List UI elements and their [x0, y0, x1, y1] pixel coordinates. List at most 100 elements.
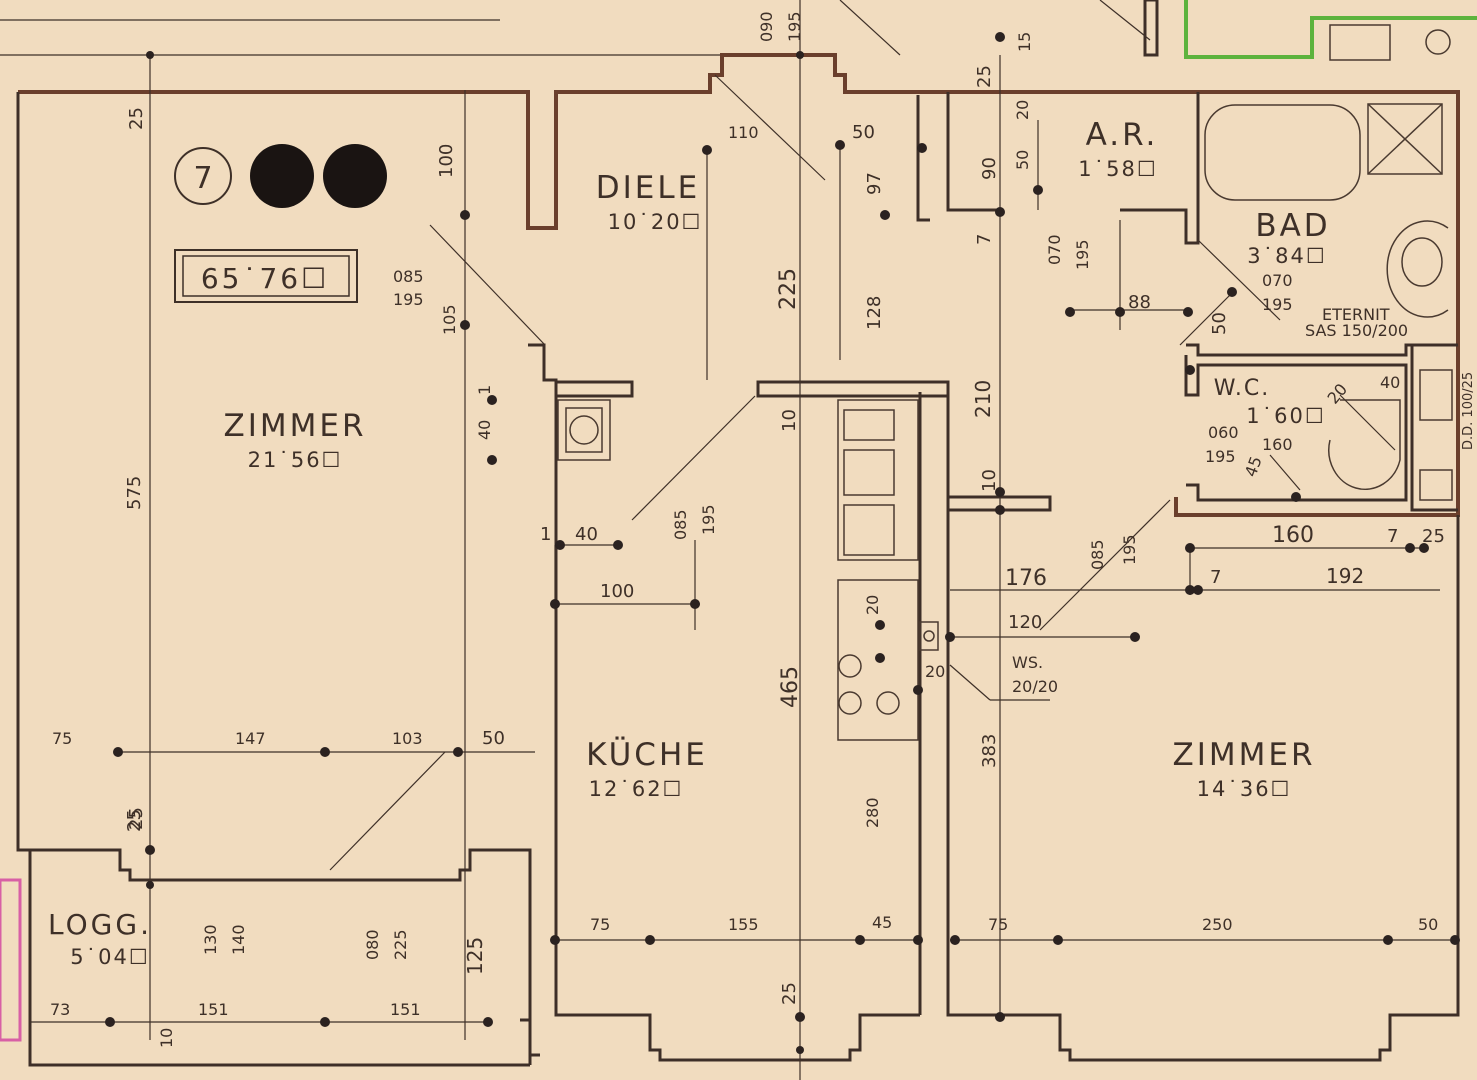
dim-label: 75 [988, 915, 1008, 934]
dim-label: 085 [1088, 539, 1107, 570]
dim-label: 7 [1210, 567, 1221, 588]
dim-label: 20 [863, 595, 882, 615]
dim-label: 10 [779, 409, 800, 432]
room-area-wc: 1˙60☐ [1246, 404, 1325, 428]
dim-label: 25 [124, 809, 145, 832]
dim-label: 195 [1205, 447, 1236, 466]
dim-label: 1 [540, 524, 551, 545]
dim-label: 147 [235, 729, 266, 748]
dim-label: 250 [1202, 915, 1233, 934]
room-area-logg: 5˙04☐ [70, 945, 149, 969]
dim-label: 40 [575, 524, 598, 545]
dim-label: 140 [229, 924, 248, 955]
dim-label: 383 [979, 734, 1000, 768]
dim-label: 90 [979, 157, 1000, 180]
room-name-wc: W.C. [1214, 376, 1271, 401]
walls [0, 53, 1460, 1067]
dim-label: 100 [600, 581, 634, 602]
room-name-bad: BAD [1255, 208, 1330, 244]
dim-label: 070 [1262, 271, 1293, 290]
top-context [0, 0, 1477, 61]
dim-label: 160 [1262, 435, 1293, 454]
dim-label: 085 [671, 509, 690, 540]
dimension-dots [105, 32, 1460, 1054]
dim-label: 090 [757, 11, 776, 42]
dim-label: 100 [436, 144, 457, 178]
dim-label: 120 [1008, 612, 1042, 633]
bedroom-dot-icon [323, 144, 387, 208]
dim-label: 7 [974, 234, 995, 245]
dim-label: 50 [1209, 312, 1230, 335]
dim-label: 195 [393, 290, 424, 309]
room-labels: ZIMMER 21˙56☐ DIELE 10˙20☐ A.R. 1˙58☐ BA… [48, 117, 1330, 969]
room-area-diele: 10˙20☐ [608, 210, 703, 234]
dim-label: 195 [1073, 239, 1092, 270]
dim-label: 10 [157, 1028, 176, 1048]
room-name-diele: DIELE [596, 170, 700, 206]
dim-label: 085 [393, 267, 424, 286]
dim-label: 15 [1015, 32, 1034, 52]
fixtures [557, 103, 1453, 741]
dim-label: 225 [776, 268, 801, 310]
dim-label: 195 [785, 11, 804, 42]
dim-label: 20 [1013, 100, 1032, 120]
dim-label: 40 [475, 420, 494, 440]
unit-badge: 7 [174, 144, 387, 208]
dim-label: 192 [1326, 564, 1364, 588]
dim-label: 45 [872, 913, 892, 932]
room-area-zimmer-right: 14˙36☐ [1197, 777, 1292, 801]
total-area: 65˙76☐ [201, 262, 329, 295]
dim-label: 50 [852, 122, 875, 143]
dim-label: 103 [392, 729, 423, 748]
dim-label: 151 [198, 1000, 229, 1019]
total-area-box: 65˙76☐ [174, 249, 358, 303]
room-name-zimmer-left: ZIMMER [224, 408, 367, 444]
dim-label: 25 [974, 65, 995, 88]
dim-label: 20 [1324, 380, 1352, 408]
note-sas: SAS 150/200 [1305, 321, 1408, 340]
dim-label: 25 [126, 107, 147, 130]
room-area-ar: 1˙58☐ [1078, 157, 1157, 181]
dim-label: 280 [863, 797, 882, 828]
room-name-logg: LOGG. [48, 908, 152, 941]
dim-label: 128 [864, 296, 885, 330]
dim-label: 25 [1422, 526, 1445, 547]
note-eternit: ETERNIT [1322, 305, 1390, 324]
dim-label: 40 [1380, 373, 1400, 392]
dim-label: 20 [925, 662, 945, 681]
dim-label: 25 [126, 807, 147, 830]
room-name-kueche: KÜCHE [586, 736, 708, 773]
dim-label: 070 [1045, 234, 1064, 265]
dim-label: 45 [1241, 454, 1266, 480]
dim-label: 155 [728, 915, 759, 934]
note-dd: D.D. 100/25 [1461, 372, 1476, 450]
dim-label: 225 [391, 929, 410, 960]
plan-notes: ETERNIT SAS 150/200 D.D. 100/25 WS. 20/2… [1012, 305, 1476, 696]
dim-label: 25 [779, 982, 800, 1005]
dim-label: 97 [864, 172, 885, 195]
dim-label: 88 [1128, 292, 1151, 313]
dim-label: 105 [440, 304, 459, 335]
unit-number: 7 [193, 161, 212, 196]
dim-label: 195 [699, 504, 718, 535]
dim-label: 176 [1005, 566, 1047, 591]
dim-label: 50 [1013, 150, 1032, 170]
dimension-labels: 090 195 15 25 25 25 575 100 085 195 105 … [50, 11, 1445, 1048]
dim-label: 465 [778, 666, 803, 708]
dim-label: 195 [1120, 534, 1139, 565]
dim-label: 125 [463, 937, 487, 975]
dim-label: 50 [1418, 915, 1438, 934]
dim-label: 575 [124, 476, 145, 510]
dim-label: 110 [728, 123, 759, 142]
note-ws-size: 20/20 [1012, 677, 1058, 696]
dim-label: 75 [52, 729, 72, 748]
dim-label: 160 [1272, 523, 1314, 548]
room-name-zimmer-right: ZIMMER [1173, 737, 1316, 773]
room-name-ar: A.R. [1086, 117, 1159, 153]
dim-label: 080 [363, 929, 382, 960]
dim-label: 73 [50, 1000, 70, 1019]
dim-label: 130 [201, 924, 220, 955]
dim-label: 7 [1387, 526, 1398, 547]
note-ws: WS. [1012, 653, 1043, 672]
